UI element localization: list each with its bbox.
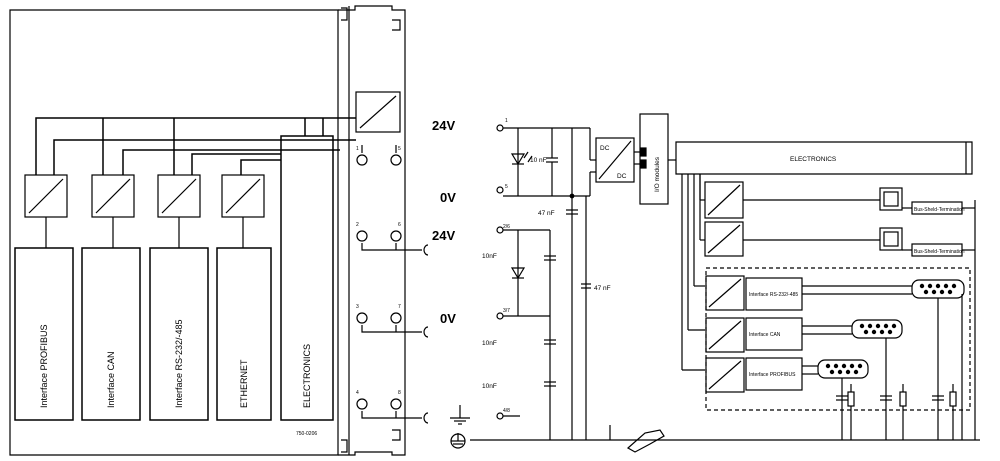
module-label-ethernet: ETHERNET <box>239 359 249 408</box>
dcdc-converter <box>595 137 635 183</box>
cap-label: 47 nF <box>538 210 555 217</box>
node-number: 2/6 <box>503 224 510 230</box>
module-label-can: Interface CAN <box>106 351 116 408</box>
io-modules-box <box>639 113 669 205</box>
module-converters <box>24 174 265 218</box>
module-can-box <box>81 247 141 421</box>
terminal-number: 4 <box>356 390 359 396</box>
iface-rs232-label: Interface RS-232/-485 <box>749 292 798 298</box>
electronics-box <box>280 135 334 421</box>
module-ethernet-box <box>216 247 272 421</box>
cap-label: 10 nF <box>530 157 547 164</box>
earth-icon <box>450 433 466 449</box>
supply-converter <box>355 91 401 133</box>
terminal-number: 3 <box>356 304 359 310</box>
bus-drops <box>681 174 705 371</box>
label-0v-top: 0V <box>440 190 456 205</box>
termination-label: Bus-Sheld-Termination <box>914 249 965 255</box>
terminal-number: 6 <box>398 222 401 228</box>
module-profibus-box <box>14 247 74 421</box>
terminal-number: 1 <box>356 146 359 152</box>
cap-label: 10nF <box>482 383 497 390</box>
electronics-bus-label: ELECTRONICS <box>790 156 837 163</box>
terminal-number: 8 <box>398 390 401 396</box>
io-modules-label: I/O modules <box>654 156 661 192</box>
termination-label: Bus-Sheld-Termination <box>914 207 965 213</box>
cap-label: 47 nF <box>594 285 611 292</box>
iface-can-label: Interface CAN <box>749 332 781 338</box>
iface-profibus-label: Interface PROFIBUS <box>749 372 796 378</box>
dsub-connector-rs232 <box>911 279 965 299</box>
dsub-connector-can <box>851 319 903 339</box>
module-label-rs232: Interface RS-232/-485 <box>174 319 184 408</box>
label-0v-bottom: 0V <box>440 311 456 326</box>
node-number: 4/8 <box>503 408 510 414</box>
cap-label: 10nF <box>482 340 497 347</box>
cap-label: 10nF <box>482 253 497 260</box>
terminal-number: 5 <box>398 146 401 152</box>
part-number: 750-0206 <box>296 431 317 437</box>
label-24v-bottom: 24V <box>432 228 455 243</box>
node-number: 3/7 <box>503 308 510 314</box>
ground-icon <box>450 405 470 425</box>
terminal-number: 7 <box>398 304 401 310</box>
module-label-profibus: Interface PROFIBUS <box>39 324 49 408</box>
module-rs232-box <box>149 247 209 421</box>
terminal-number: 2 <box>356 222 359 228</box>
supply-wiring <box>470 124 980 441</box>
electronics-label: ELECTRONICS <box>302 344 312 408</box>
termination-connector-2 <box>879 227 903 251</box>
label-24v-top: 24V <box>432 118 455 133</box>
termination-connector-1 <box>879 187 903 211</box>
terminal-strip <box>338 5 406 456</box>
dsub-connector-profibus <box>817 359 869 379</box>
electronics-bus <box>675 141 973 175</box>
node-number: 1 <box>505 118 508 124</box>
internal-bus-lines <box>35 117 356 175</box>
dcdc-bottom-label: DC <box>617 173 627 180</box>
shield-rc-elements <box>836 294 963 440</box>
terminal-clamps <box>356 145 422 419</box>
din-rail-clip <box>626 429 665 453</box>
dcdc-top-label: DC <box>600 145 610 152</box>
node-number: 5 <box>505 184 508 190</box>
